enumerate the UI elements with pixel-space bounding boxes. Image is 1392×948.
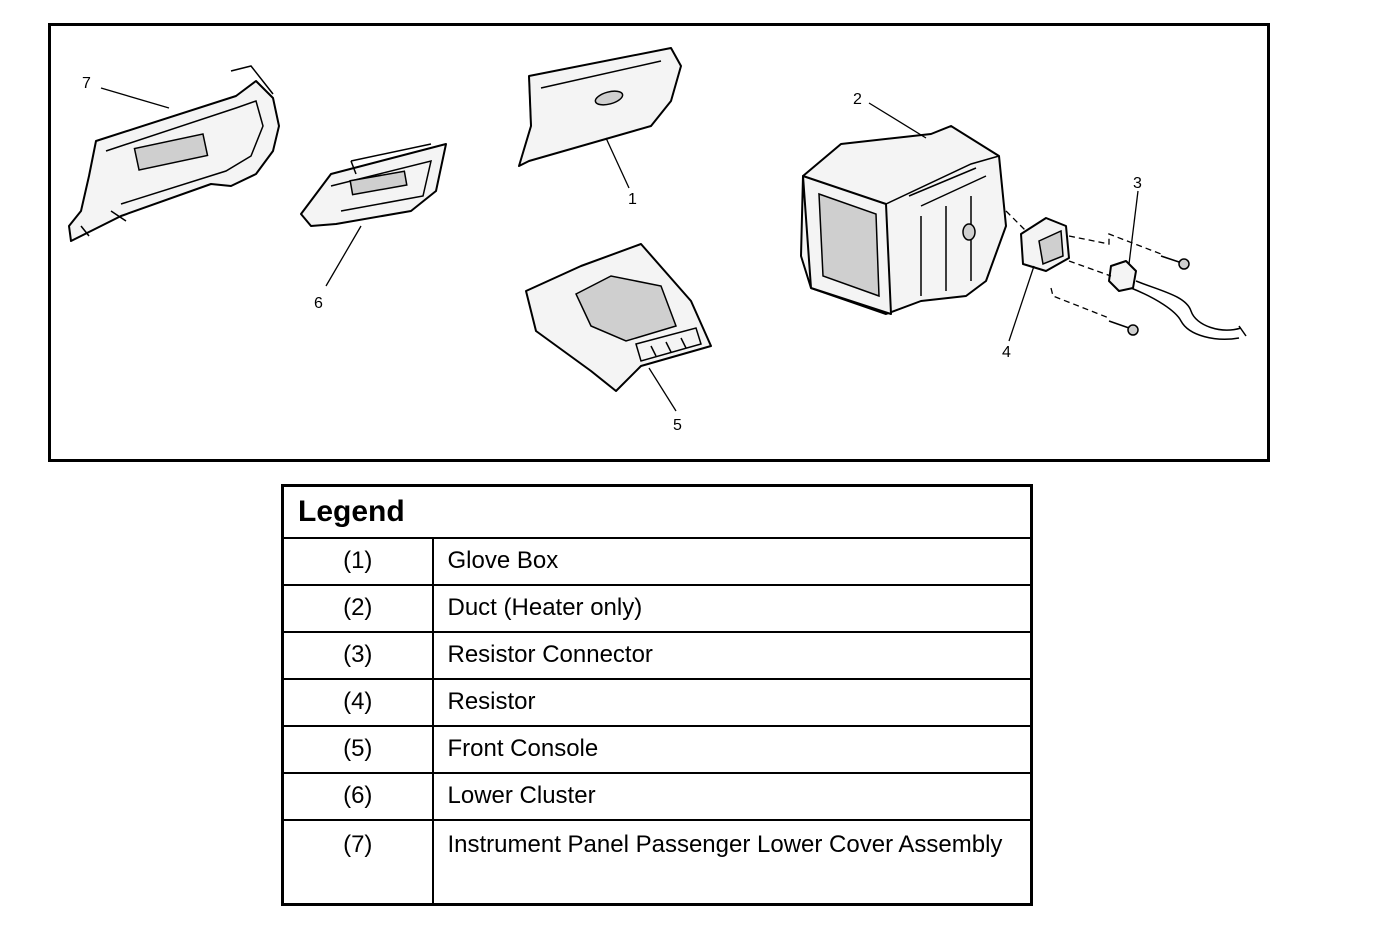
part-duct <box>800 125 1007 315</box>
legend-row: (3) Resistor Connector <box>281 630 1033 680</box>
legend-row: (7) Instrument Panel Passenger Lower Cov… <box>281 818 1033 906</box>
part-screw-lower <box>1108 320 1139 336</box>
diagram-illustration: 1 2 3 4 5 6 7 <box>68 47 1247 434</box>
legend-number: (2) <box>281 583 434 633</box>
legend-row: (5) Front Console <box>281 724 1033 774</box>
legend-title: Legend <box>281 484 1033 539</box>
legend-table: Legend (1) Glove Box (2) Duct (Heater on… <box>281 484 1033 906</box>
callout-3: 3 <box>1133 175 1142 192</box>
legend-number: (7) <box>281 818 434 906</box>
part-instrument-panel-lower-cover <box>68 65 280 242</box>
legend-description: Instrument Panel Passenger Lower Cover A… <box>431 818 1033 906</box>
part-resistor <box>1020 217 1070 272</box>
legend-number: (1) <box>281 536 434 586</box>
callout-7: 7 <box>82 75 91 92</box>
callout-1: 1 <box>628 191 637 208</box>
legend-description: Front Console <box>431 724 1033 774</box>
legend-row: (6) Lower Cluster <box>281 771 1033 821</box>
part-lower-cluster <box>300 143 447 227</box>
legend-description: Resistor Connector <box>431 630 1033 680</box>
callout-2: 2 <box>853 91 862 108</box>
part-front-console <box>525 243 712 392</box>
legend-row: (4) Resistor <box>281 677 1033 727</box>
legend-description: Resistor <box>431 677 1033 727</box>
legend-row: (1) Glove Box <box>281 536 1033 586</box>
callout-6: 6 <box>314 295 323 312</box>
exploded-view-diagram: 1 2 3 4 5 6 7 <box>48 23 1270 462</box>
legend-row: (2) Duct (Heater only) <box>281 583 1033 633</box>
part-screw-upper <box>1160 255 1190 270</box>
callout-4: 4 <box>1002 344 1011 361</box>
legend-description: Glove Box <box>431 536 1033 586</box>
part-resistor-connector <box>1108 260 1247 340</box>
legend-number: (4) <box>281 677 434 727</box>
legend-number: (5) <box>281 724 434 774</box>
callout-5: 5 <box>673 417 682 434</box>
legend-description: Lower Cluster <box>431 771 1033 821</box>
part-glove-box <box>518 47 682 167</box>
legend-number: (6) <box>281 771 434 821</box>
legend-header-row: Legend <box>281 484 1033 539</box>
legend-number: (3) <box>281 630 434 680</box>
legend-description: Duct (Heater only) <box>431 583 1033 633</box>
